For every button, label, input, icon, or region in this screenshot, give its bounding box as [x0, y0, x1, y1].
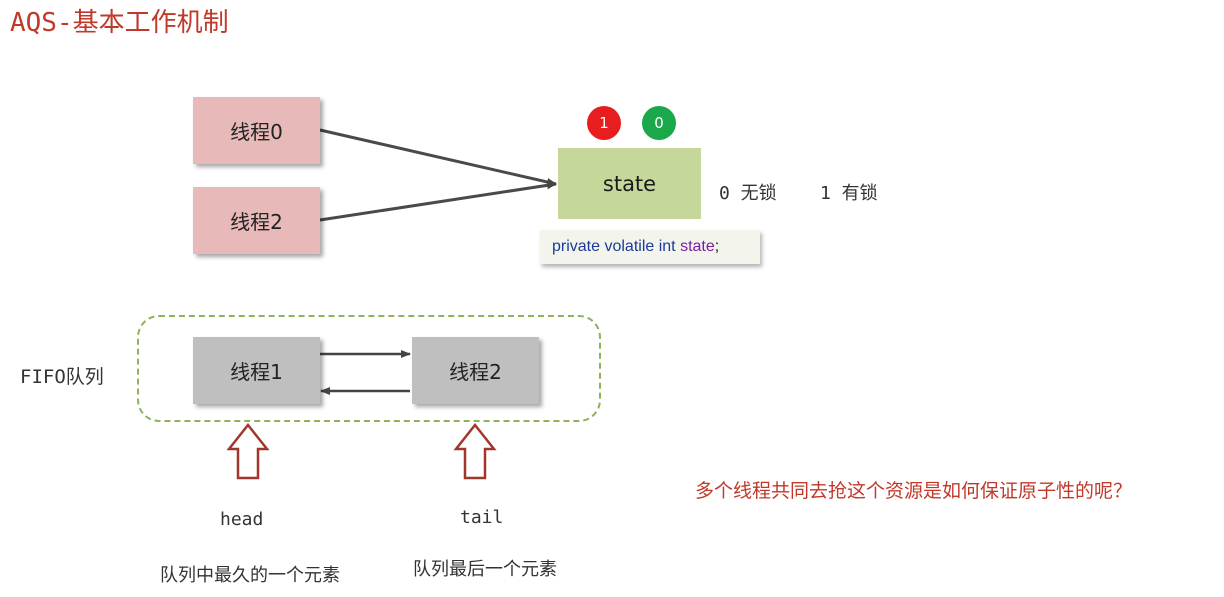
code-keywords: private volatile int	[552, 238, 676, 255]
thread-0-box: 线程0	[193, 97, 320, 164]
head-label: head	[220, 509, 264, 530]
legend-locked: 1 有锁	[820, 183, 878, 204]
state-badge-red: 1	[587, 106, 621, 140]
legend-unlocked: 0 无锁	[719, 183, 777, 204]
state-label: state	[602, 171, 657, 196]
head-description: 队列中最久的一个元素	[160, 565, 340, 586]
state-box: state	[558, 148, 701, 219]
queue-node-thread-1: 线程1	[193, 337, 320, 404]
code-semicolon: ;	[714, 238, 720, 255]
queue-node-thread-1-label: 线程1	[230, 360, 283, 384]
queue-node-thread-2-label: 线程2	[449, 360, 502, 384]
tail-up-arrow	[453, 422, 497, 480]
page-title: AQS-基本工作机制	[10, 8, 229, 38]
thread-0-label: 线程0	[230, 120, 283, 144]
state-declaration: private volatile int state;	[540, 230, 760, 264]
queue-node-thread-2: 线程2	[412, 337, 539, 404]
code-variable: state	[680, 238, 715, 255]
fifo-queue-container	[137, 315, 601, 422]
state-badge-green: 0	[642, 106, 676, 140]
tail-description: 队列最后一个元素	[413, 559, 557, 580]
arrow-thread2-to-state	[319, 181, 557, 222]
arrow-thread0-to-state	[319, 128, 557, 186]
thread-2-box: 线程2	[193, 187, 320, 254]
head-up-arrow	[226, 422, 270, 480]
fifo-queue-label: FIFO队列	[20, 366, 104, 388]
tail-label: tail	[460, 507, 504, 528]
thread-2-label: 线程2	[230, 210, 283, 234]
atomicity-question: 多个线程共同去抢这个资源是如何保证原子性的呢？	[695, 480, 1133, 502]
